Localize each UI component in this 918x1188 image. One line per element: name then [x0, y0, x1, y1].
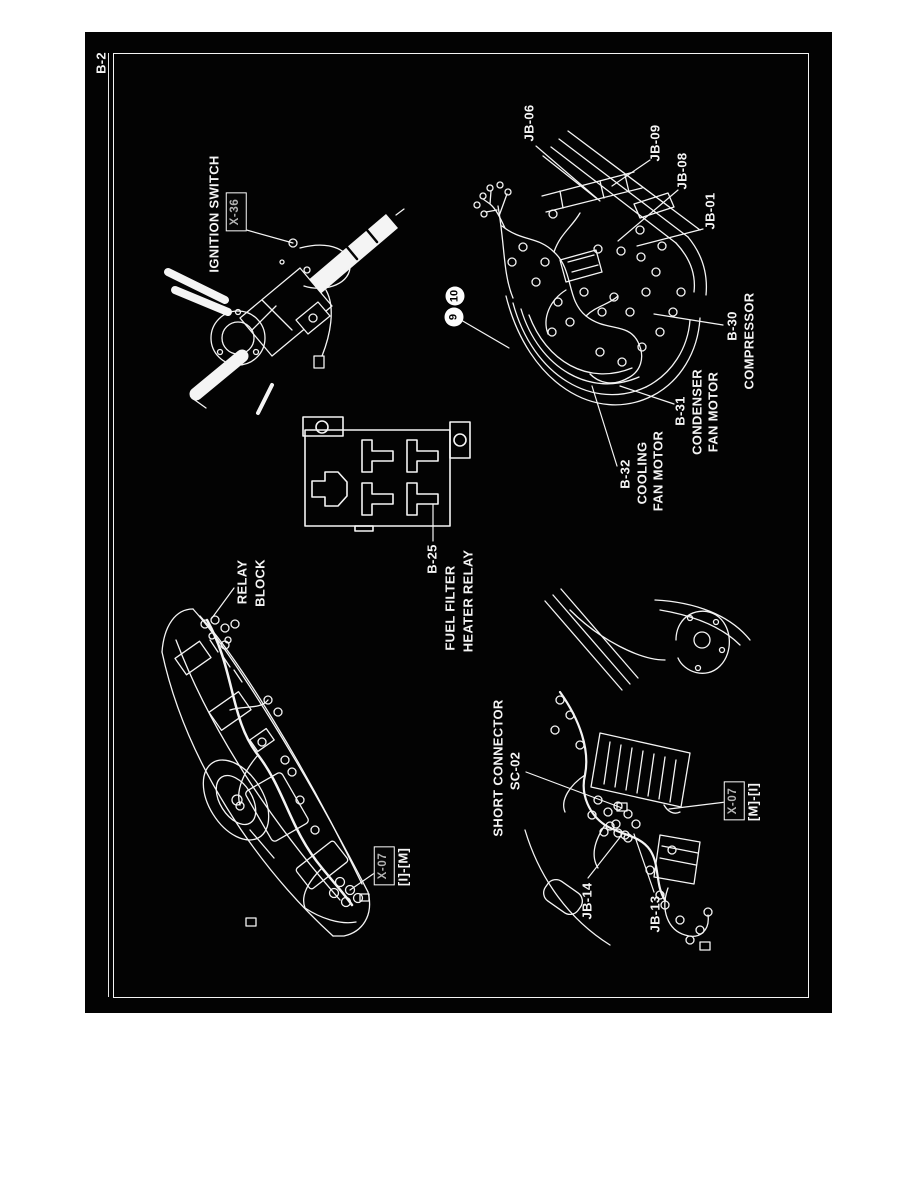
label-short-connector-1: SHORT CONNECTOR — [490, 699, 506, 837]
leader-jb-06 — [536, 146, 600, 201]
label-x-36: X-36 — [225, 192, 247, 232]
leader-relay-block — [212, 588, 234, 618]
label-b-30-name: COMPRESSOR — [741, 292, 757, 390]
label-x-07-dash-suffix: [I]-[M] — [395, 847, 411, 887]
leader-x-07-dash — [350, 872, 376, 890]
leader-jb-13 — [634, 834, 654, 892]
label-jb-06: JB-06 — [521, 104, 537, 142]
label-page-code: B-2 — [93, 52, 109, 74]
label-jb-14: JB-14 — [579, 882, 595, 920]
leader-jb-09 — [612, 160, 650, 186]
label-x-07-engine-suffix: [M]-[I] — [745, 782, 761, 822]
label-callout-10: 10 — [445, 286, 465, 306]
leader-x-36 — [243, 229, 293, 243]
scanned-page-area — [85, 32, 832, 1013]
leader-b-30 — [654, 314, 723, 325]
leader-jb-14 — [588, 836, 621, 878]
leader-jb-01 — [637, 229, 703, 246]
page-frame-inner-line — [108, 53, 109, 997]
label-ignition-switch: IGNITION SWITCH — [206, 155, 222, 273]
dashboard-art — [162, 609, 370, 936]
label-b-32: B-32 — [617, 459, 633, 489]
label-relay-block-1: RELAY — [234, 559, 250, 605]
label-b-31-name-2: FAN MOTOR — [705, 371, 721, 453]
front-clip-art — [474, 131, 706, 405]
label-jb-01: JB-01 — [702, 192, 718, 230]
label-b-30: B-30 — [724, 311, 740, 341]
label-x-07-dash: X-07 — [373, 846, 395, 886]
label-x-07-engine: X-07 — [723, 781, 745, 821]
relay-pinout-art — [303, 417, 470, 531]
label-b-25: B-25 — [424, 544, 440, 574]
label-short-connector-2: SC-02 — [507, 751, 523, 791]
label-b-25-name-1: FUEL FILTER — [442, 565, 458, 651]
leader-jb-08 — [618, 190, 678, 241]
leader-short-connector — [526, 772, 622, 808]
label-jb-08: JB-08 — [674, 152, 690, 190]
label-callout-9: 9 — [444, 307, 464, 327]
label-b-31: B-31 — [672, 396, 688, 426]
leader-x-07-engine — [669, 802, 726, 809]
label-b-32-name-1: COOLING — [634, 441, 650, 505]
leader-b-31 — [620, 386, 674, 404]
leader-b-32 — [592, 386, 617, 466]
label-jb-13: JB-13 — [647, 895, 663, 933]
label-b-32-name-2: FAN MOTOR — [650, 430, 666, 512]
steering-column-art — [168, 209, 404, 413]
leader-callout-9-10 — [461, 320, 509, 348]
engine-bay-art — [525, 589, 750, 950]
label-jb-09: JB-09 — [647, 124, 663, 162]
label-b-31-name-1: CONDENSER — [689, 369, 705, 455]
label-relay-block-2: BLOCK — [252, 559, 268, 607]
leader-layer — [212, 146, 726, 892]
page-frame — [113, 53, 809, 998]
label-b-25-name-2: HEATER RELAY — [460, 549, 476, 653]
